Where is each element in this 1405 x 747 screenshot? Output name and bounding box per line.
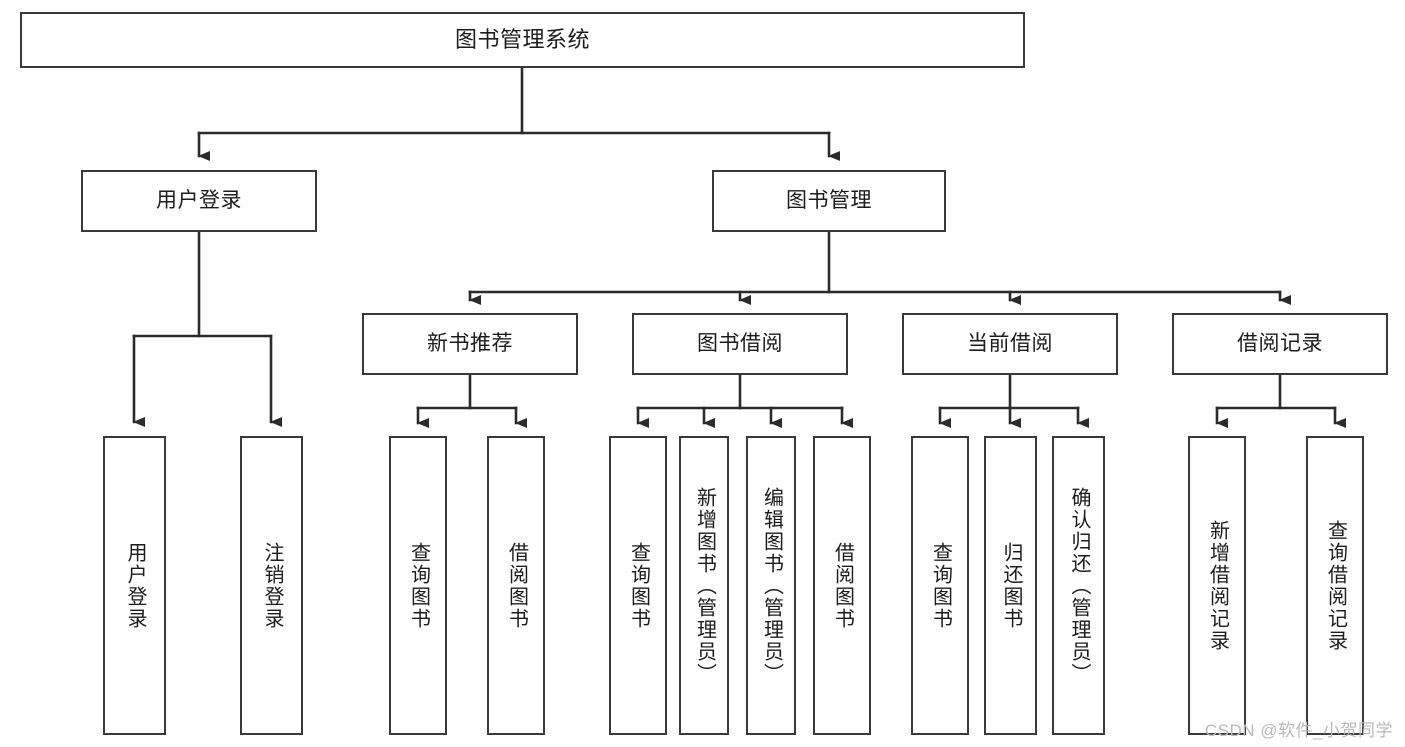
node-current-borrow-label: 当前借阅 (967, 331, 1053, 355)
leaf-query-book-3-label: 查询图书 (929, 541, 952, 630)
watermark-text: CSDN @软件_小贺同学 (1204, 721, 1393, 740)
leaf-add-book[interactable]: 新增图书（管理员） (679, 436, 729, 735)
leaf-query-book-2[interactable]: 查询图书 (609, 436, 667, 735)
node-root[interactable]: 图书管理系统 (20, 12, 1025, 68)
leaf-return-book-label: 归还图书 (1000, 541, 1022, 630)
node-book-borrow[interactable]: 图书借阅 (632, 313, 848, 375)
node-borrow-record-label: 借阅记录 (1237, 331, 1323, 355)
leaf-edit-book-label: 编辑图书（管理员） (760, 486, 783, 685)
leaf-user-login-label: 用户登录 (124, 541, 146, 630)
leaf-user-logout[interactable]: 注销登录 (240, 436, 303, 735)
leaf-query-record[interactable]: 查询借阅记录 (1306, 436, 1364, 735)
leaf-add-record[interactable]: 新增借阅记录 (1188, 436, 1246, 735)
node-user-login-label: 用户登录 (156, 188, 242, 212)
node-user-login[interactable]: 用户登录 (81, 170, 317, 232)
leaf-borrow-book-1[interactable]: 借阅图书 (487, 436, 545, 735)
leaf-query-book-3[interactable]: 查询图书 (911, 436, 969, 735)
leaf-user-logout-label: 注销登录 (261, 541, 283, 630)
leaf-borrow-book-2-label: 借阅图书 (831, 541, 854, 630)
leaf-borrow-book-2[interactable]: 借阅图书 (813, 436, 871, 735)
node-root-label: 图书管理系统 (454, 27, 590, 53)
leaf-query-record-label: 查询借阅记录 (1324, 519, 1347, 652)
leaf-edit-book[interactable]: 编辑图书（管理员） (746, 436, 796, 735)
leaf-query-book-1[interactable]: 查询图书 (389, 436, 447, 735)
node-borrow-record[interactable]: 借阅记录 (1172, 313, 1388, 375)
leaf-add-record-label: 新增借阅记录 (1206, 519, 1229, 652)
leaf-user-login[interactable]: 用户登录 (103, 436, 166, 735)
leaf-query-book-1-label: 查询图书 (407, 541, 430, 630)
node-book-manage-label: 图书管理 (786, 188, 872, 212)
node-current-borrow[interactable]: 当前借阅 (902, 313, 1118, 375)
leaf-confirm-return-label: 确认归还（管理员） (1068, 486, 1090, 685)
leaf-query-book-2-label: 查询图书 (627, 541, 650, 630)
leaf-add-book-label: 新增图书（管理员） (693, 486, 716, 685)
leaf-return-book[interactable]: 归还图书 (984, 436, 1037, 735)
node-new-book-rec-label: 新书推荐 (427, 331, 513, 355)
leaf-borrow-book-1-label: 借阅图书 (505, 541, 528, 630)
node-book-borrow-label: 图书借阅 (697, 331, 783, 355)
leaf-confirm-return[interactable]: 确认归还（管理员） (1052, 436, 1105, 735)
node-new-book-rec[interactable]: 新书推荐 (362, 313, 578, 375)
node-book-manage[interactable]: 图书管理 (712, 170, 946, 232)
